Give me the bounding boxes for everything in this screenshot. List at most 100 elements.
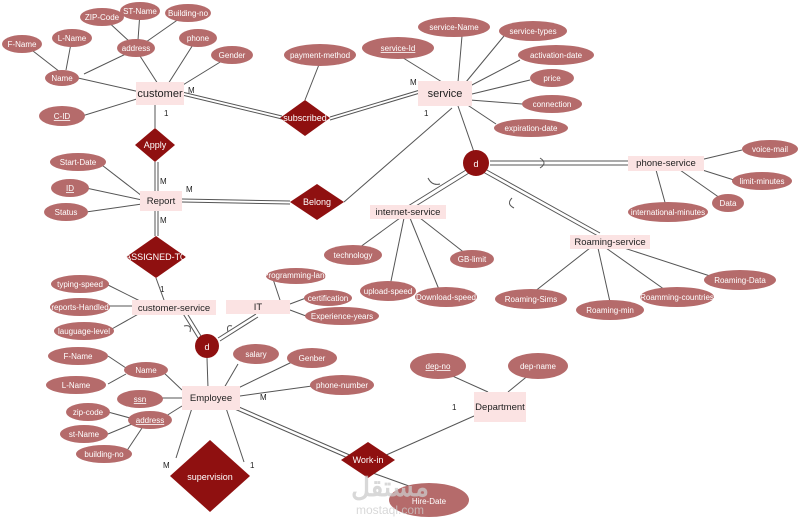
attr-emp-name: Name bbox=[124, 362, 168, 378]
svg-text:ID: ID bbox=[66, 184, 74, 193]
svg-text:ST-Name: ST-Name bbox=[123, 7, 157, 16]
svg-text:M: M bbox=[188, 86, 195, 95]
svg-text:d: d bbox=[473, 159, 478, 169]
svg-text:M: M bbox=[163, 461, 170, 470]
attr-zip-code: ZIP-Code bbox=[80, 8, 124, 26]
attr-service-types: service-types bbox=[499, 21, 567, 41]
attr-activation-date: activation-date bbox=[518, 45, 594, 65]
attr-emp-zip-code: zip-code bbox=[66, 403, 110, 421]
svg-text:Gender: Gender bbox=[219, 51, 246, 60]
attr-typing-speed: typing-speed bbox=[51, 275, 109, 293]
entity-phone-service: phone-service bbox=[628, 156, 704, 171]
disjoint-employee: d bbox=[195, 334, 219, 358]
attr-name: Name bbox=[45, 70, 79, 86]
svg-text:ZIP-Code: ZIP-Code bbox=[85, 13, 120, 22]
svg-text:international-minutes: international-minutes bbox=[631, 208, 705, 217]
attr-roaming-sims: Roaming-Sims bbox=[495, 289, 567, 309]
svg-text:Status: Status bbox=[55, 208, 78, 217]
specializations: d d bbox=[195, 150, 489, 358]
relationships: subscribed Apply Belong ASSIGNED-TO Work… bbox=[125, 100, 395, 512]
svg-text:L-Name: L-Name bbox=[58, 34, 87, 43]
svg-text:Roaming-min: Roaming-min bbox=[586, 306, 634, 315]
svg-text:Building-no: Building-no bbox=[168, 9, 209, 18]
attr-hire-date: Hire-Date bbox=[389, 483, 469, 517]
attr-programming-lang: Programming-lang bbox=[263, 268, 329, 284]
svg-text:typing-speed: typing-speed bbox=[57, 280, 103, 289]
watermark-logo: مستقل mostaql.com bbox=[351, 472, 429, 517]
attr-id: ID bbox=[51, 179, 89, 197]
svg-text:L-Name: L-Name bbox=[62, 381, 91, 390]
svg-text:ASSIGNED-TO: ASSIGNED-TO bbox=[125, 252, 187, 262]
attr-address: address bbox=[117, 39, 155, 57]
entity-report: Report bbox=[140, 191, 182, 211]
svg-text:1: 1 bbox=[250, 461, 255, 470]
svg-text:phone-number: phone-number bbox=[316, 381, 368, 390]
attr-f-name: F-Name bbox=[2, 35, 42, 53]
svg-text:Name: Name bbox=[135, 366, 157, 375]
svg-text:M: M bbox=[260, 393, 267, 402]
svg-text:Apply: Apply bbox=[144, 140, 167, 150]
svg-text:Experience-years: Experience-years bbox=[311, 312, 373, 321]
svg-text:Department: Department bbox=[475, 402, 525, 413]
svg-text:C-ID: C-ID bbox=[54, 112, 71, 121]
attr-roaming-countries: Roamming-countries bbox=[640, 287, 714, 307]
attr-c-id: C-ID bbox=[39, 106, 85, 126]
svg-text:1: 1 bbox=[160, 285, 165, 294]
attr-emp-building-no: building-no bbox=[76, 445, 132, 463]
svg-text:Report: Report bbox=[147, 196, 176, 207]
svg-text:zip-code: zip-code bbox=[73, 408, 104, 417]
attr-experience-years: Experience-years bbox=[305, 307, 379, 325]
attr-l-name: L-Name bbox=[52, 29, 92, 47]
entity-customer-service: customer-service bbox=[132, 300, 216, 315]
attr-certification: certification bbox=[304, 290, 352, 306]
attr-ssn: ssn bbox=[117, 390, 163, 408]
svg-text:building-no: building-no bbox=[84, 450, 124, 459]
svg-text:phone-service: phone-service bbox=[636, 158, 696, 169]
svg-text:Roaming-Sims: Roaming-Sims bbox=[505, 295, 557, 304]
svg-text:Hire-Date: Hire-Date bbox=[412, 497, 447, 506]
svg-text:Genber: Genber bbox=[299, 354, 326, 363]
svg-text:GB-limit: GB-limit bbox=[458, 255, 487, 264]
attr-service-name: service-Name bbox=[418, 17, 490, 37]
cardinalities: M M 1 M M 1 M 1 M 1 M 1 bbox=[160, 78, 457, 470]
attr-emp-f-name: F-Name bbox=[48, 347, 108, 365]
svg-text:internet-service: internet-service bbox=[376, 207, 441, 218]
svg-text:service-Name: service-Name bbox=[429, 23, 479, 32]
attr-service-id: service-Id bbox=[362, 37, 434, 59]
svg-text:Roaming-Data: Roaming-Data bbox=[714, 276, 766, 285]
svg-text:price: price bbox=[543, 74, 561, 83]
attr-download-speed: Download-speed bbox=[415, 287, 477, 307]
entity-employee: Employee bbox=[182, 386, 240, 410]
attr-phone: phone bbox=[179, 29, 217, 47]
entity-internet-service: internet-service bbox=[370, 205, 446, 219]
svg-text:IT: IT bbox=[254, 302, 263, 313]
svg-text:M: M bbox=[410, 78, 417, 87]
svg-text:mostaql.com: mostaql.com bbox=[356, 503, 424, 517]
connector-lines bbox=[23, 11, 743, 491]
svg-text:F-Name: F-Name bbox=[64, 352, 93, 361]
attr-roaming-data: Roaming-Data bbox=[704, 270, 776, 290]
rel-belong: Belong bbox=[290, 184, 344, 220]
rel-supervision: supervision bbox=[170, 440, 250, 512]
attr-technology: technology bbox=[324, 245, 382, 265]
attr-building-no: Building-no bbox=[165, 4, 211, 22]
svg-text:F-Name: F-Name bbox=[8, 40, 37, 49]
svg-text:service-types: service-types bbox=[509, 27, 556, 36]
svg-text:address: address bbox=[136, 416, 164, 425]
svg-text:reports-Handled: reports-Handled bbox=[51, 303, 108, 312]
entity-department: Department bbox=[474, 392, 526, 422]
svg-text:Employee: Employee bbox=[190, 393, 232, 404]
svg-text:technology: technology bbox=[334, 251, 373, 260]
svg-text:payment-method: payment-method bbox=[290, 51, 350, 60]
svg-text:Data: Data bbox=[720, 199, 737, 208]
svg-text:subscribed: subscribed bbox=[283, 113, 327, 123]
rel-apply: Apply bbox=[135, 128, 175, 162]
svg-text:Name: Name bbox=[51, 74, 73, 83]
svg-text:st-Name: st-Name bbox=[69, 430, 100, 439]
svg-text:Belong: Belong bbox=[303, 197, 331, 207]
attr-gender: Gender bbox=[211, 46, 253, 64]
entity-service: service bbox=[418, 81, 472, 106]
svg-text:1: 1 bbox=[452, 403, 457, 412]
